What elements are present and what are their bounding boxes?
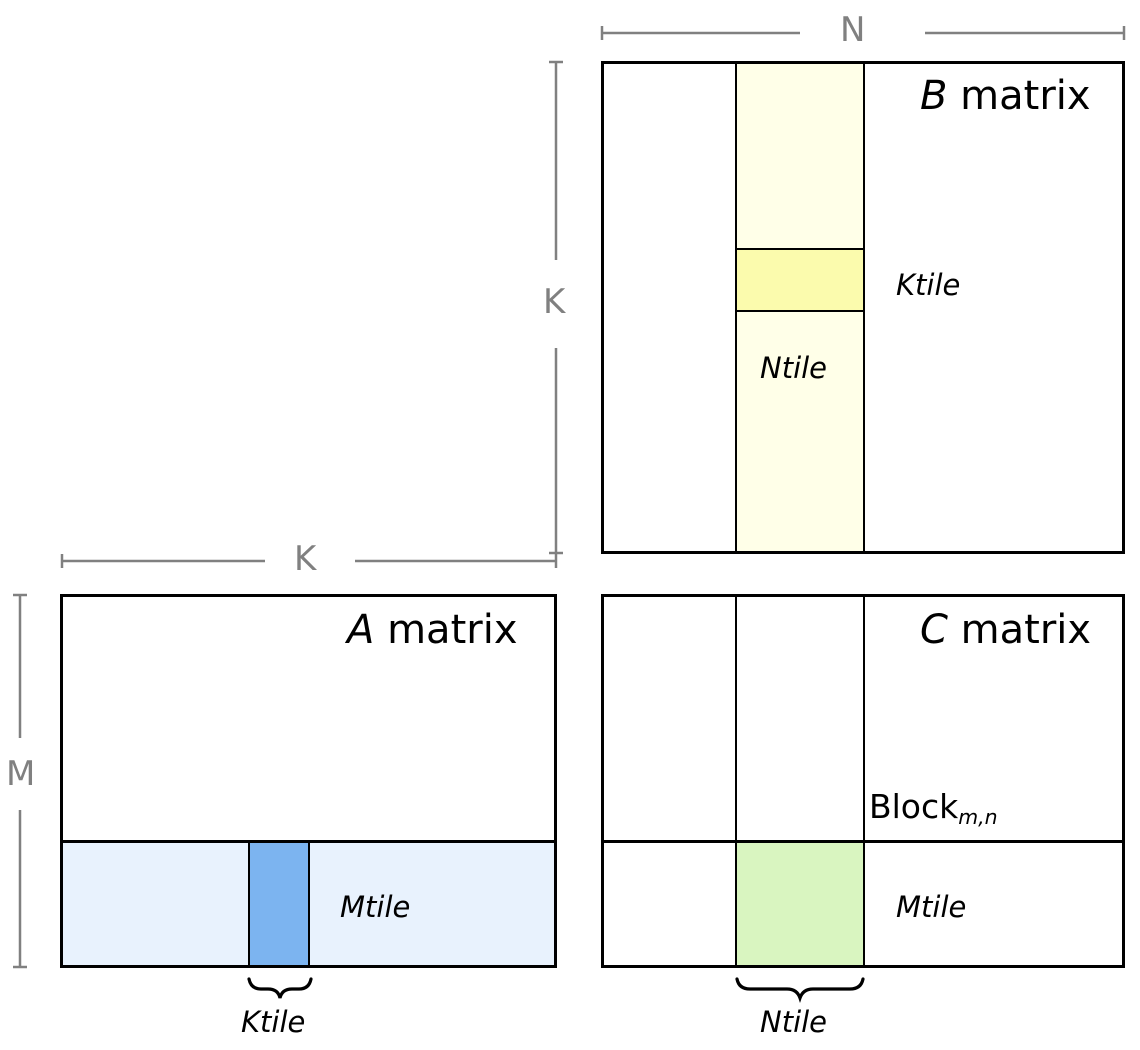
matrix-symbol-b: B — [920, 73, 948, 119]
label-c-block: Blockm,n — [869, 787, 998, 827]
block-label-base: Block — [869, 787, 959, 826]
matrix-title-b: B matrix — [920, 76, 1091, 116]
matrix-word-a: matrix — [387, 607, 518, 653]
b-column-divider-left — [735, 64, 737, 551]
dimension-label-k-horizontal: K — [294, 539, 317, 579]
matrix-panel-c — [601, 594, 1125, 968]
label-b-ntile: Ntile — [760, 351, 828, 385]
dimension-label-n: N — [840, 10, 866, 50]
label-a-ktile: Ktile — [241, 1005, 306, 1039]
matrix-title-a: A matrix — [347, 610, 517, 650]
a-row-divider — [63, 840, 554, 843]
label-b-ktile: Ktile — [896, 268, 961, 302]
a-active-tile — [248, 840, 310, 965]
matrix-title-c: C matrix — [920, 610, 1091, 650]
label-c-ntile: Ntile — [760, 1005, 828, 1039]
label-a-mtile: Mtile — [340, 890, 411, 924]
dimension-label-m: M — [6, 754, 36, 794]
c-column-divider-left — [735, 597, 737, 965]
b-active-tile — [735, 248, 864, 312]
matrix-word-c: matrix — [960, 607, 1092, 653]
dimension-label-k-vertical: K — [543, 282, 566, 322]
brace-c-ntile — [735, 977, 865, 1004]
matrix-panel-a — [60, 594, 557, 968]
brace-a-ktile — [247, 977, 313, 999]
c-column-divider-right — [863, 597, 865, 965]
c-active-tile — [735, 840, 864, 965]
matrix-symbol-c: C — [920, 607, 948, 653]
label-c-mtile: Mtile — [896, 890, 967, 924]
b-column-divider-right — [863, 64, 865, 551]
matrix-symbol-a: A — [347, 607, 375, 653]
matrix-panel-b — [601, 61, 1125, 554]
matrix-word-b: matrix — [960, 73, 1091, 119]
block-label-subscript: m,n — [958, 804, 998, 829]
